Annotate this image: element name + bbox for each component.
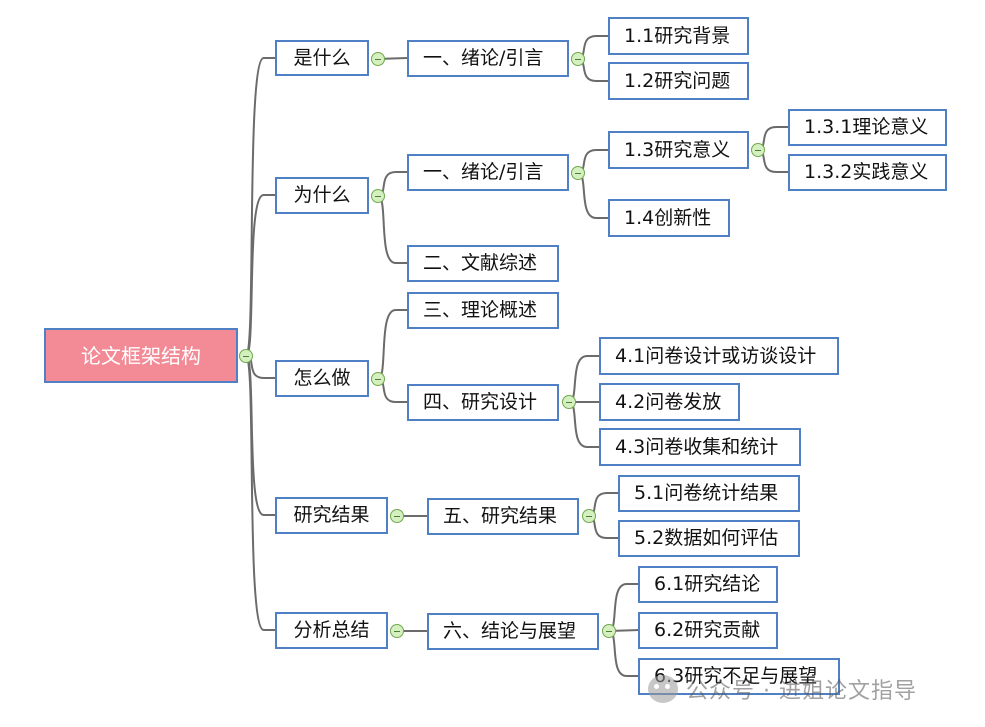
category-node-results[interactable]: 研究结果 [275, 497, 388, 534]
topic-node-6-1[interactable]: 6.1研究结论 [638, 566, 778, 603]
category-label: 分析总结 [293, 619, 370, 641]
watermark-text: 公众号 · 进姐论文指导 [686, 679, 917, 704]
section-node-results[interactable]: 五、研究结果 [427, 498, 579, 535]
category-node-what[interactable]: 是什么 [275, 40, 369, 76]
collapse-toggle-icon[interactable] [571, 52, 585, 66]
topic-label: 6.2研究贡献 [654, 619, 761, 641]
topic-label: 6.1研究结论 [654, 573, 761, 595]
root-label: 论文框架结构 [81, 343, 201, 368]
section-label: 三、理论概述 [423, 299, 538, 321]
subtopic-node-1-3-1[interactable]: 1.3.1理论意义 [788, 109, 947, 146]
root-node[interactable]: 论文框架结构 [44, 328, 238, 383]
collapse-toggle-icon[interactable] [390, 509, 404, 523]
connector-line [568, 355, 599, 403]
topic-label: 6.3研究不足与展望 [654, 665, 818, 687]
topic-label: 5.1问卷统计结果 [634, 482, 779, 504]
category-label: 研究结果 [293, 504, 370, 526]
topic-node-5-1[interactable]: 5.1问卷统计结果 [618, 475, 800, 512]
collapse-toggle-icon[interactable] [239, 349, 253, 363]
collapse-toggle-icon[interactable] [390, 624, 404, 638]
subtopic-node-1-3-2[interactable]: 1.3.2实践意义 [788, 154, 947, 191]
category-label: 为什么 [293, 184, 351, 206]
section-label: 一、绪论/引言 [423, 161, 544, 183]
section-label: 二、文献综述 [423, 252, 538, 274]
collapse-toggle-icon[interactable] [751, 143, 765, 157]
section-node-design[interactable]: 四、研究设计 [407, 384, 559, 421]
collapse-toggle-icon[interactable] [562, 395, 576, 409]
topic-node-6-2[interactable]: 6.2研究贡献 [638, 612, 778, 649]
topic-label: 4.2问卷发放 [615, 390, 722, 413]
category-label: 是什么 [293, 46, 351, 69]
section-label: 六、结论与展望 [443, 620, 577, 642]
section-label: 四、研究设计 [423, 391, 538, 413]
connector-line [577, 172, 608, 219]
topic-node-5-2[interactable]: 5.2数据如何评估 [618, 520, 800, 557]
subtopic-label: 1.3.2实践意义 [804, 161, 929, 183]
topic-label: 5.2数据如何评估 [634, 527, 779, 549]
connector-line [245, 355, 275, 631]
section-node-theory[interactable]: 三、理论概述 [407, 292, 559, 329]
connector-line [608, 583, 638, 632]
category-label: 怎么做 [293, 367, 351, 389]
category-node-summary[interactable]: 分析总结 [275, 612, 388, 649]
wechat-logo-icon [648, 675, 678, 703]
collapse-toggle-icon[interactable] [371, 52, 385, 66]
connector-line [245, 194, 275, 357]
subtopic-label: 1.3.1理论意义 [804, 116, 929, 138]
topic-node-4-2[interactable]: 4.2问卷发放 [599, 383, 740, 421]
section-node-conclusion[interactable]: 六、结论与展望 [427, 613, 599, 650]
topic-node-1-3[interactable]: 1.3研究意义 [608, 131, 749, 169]
section-label: 一、绪论/引言 [423, 47, 544, 69]
topic-node-1-2[interactable]: 1.2研究问题 [608, 62, 749, 100]
connector-line [568, 401, 599, 448]
topic-node-1-4[interactable]: 1.4创新性 [608, 199, 730, 237]
section-node-intro-1[interactable]: 一、绪论/引言 [407, 40, 569, 77]
watermark: 公众号 · 进姐论文指导 [648, 672, 917, 706]
collapse-toggle-icon[interactable] [371, 189, 385, 203]
collapse-toggle-icon[interactable] [571, 166, 585, 180]
topic-label: 4.1问卷设计或访谈设计 [615, 344, 817, 367]
topic-label: 1.4创新性 [624, 206, 712, 229]
category-node-how[interactable]: 怎么做 [275, 360, 369, 397]
topic-node-4-3[interactable]: 4.3问卷收集和统计 [599, 428, 801, 466]
topic-label: 1.2研究问题 [624, 69, 731, 92]
section-label: 五、研究结果 [443, 505, 558, 527]
topic-node-1-1[interactable]: 1.1研究背景 [608, 17, 749, 55]
collapse-toggle-icon[interactable] [602, 624, 616, 638]
category-node-why[interactable]: 为什么 [275, 177, 369, 214]
topic-node-4-1[interactable]: 4.1问卷设计或访谈设计 [599, 337, 839, 375]
section-node-intro-2[interactable]: 一、绪论/引言 [407, 154, 569, 191]
connector-line [377, 309, 407, 380]
collapse-toggle-icon[interactable] [371, 372, 385, 386]
topic-label: 1.3研究意义 [624, 138, 731, 161]
topic-label: 4.3问卷收集和统计 [615, 435, 779, 458]
collapse-toggle-icon[interactable] [582, 509, 596, 523]
connector-line [377, 195, 407, 264]
section-node-literature-review[interactable]: 二、文献综述 [407, 245, 559, 282]
connector-line [608, 630, 638, 677]
topic-label: 1.1研究背景 [624, 24, 731, 47]
